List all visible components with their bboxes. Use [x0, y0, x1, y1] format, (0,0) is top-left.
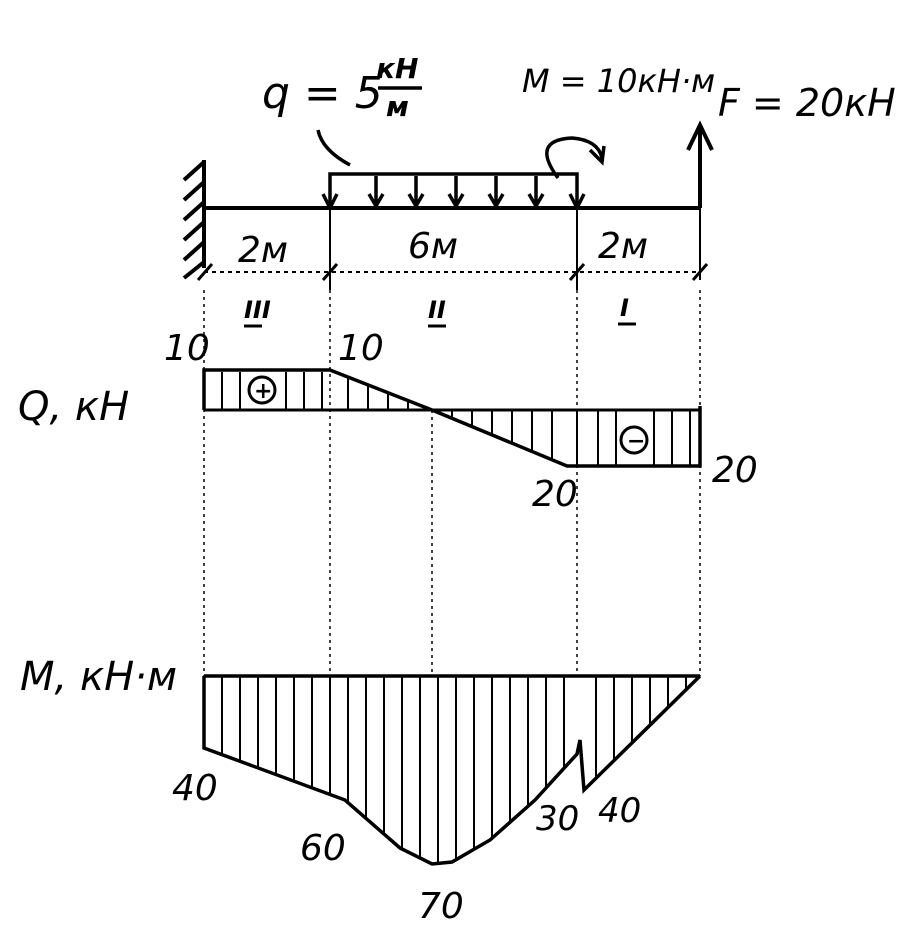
- minus-sign-icon: [619, 425, 649, 455]
- moment-axis-label: M, кН·м: [20, 654, 177, 700]
- shear-value-mid-top: 10: [338, 328, 384, 369]
- shear-axis-label: Q, кН: [18, 384, 129, 430]
- segment-length-right: 2м: [598, 226, 648, 267]
- shear-diagram: [202, 368, 702, 468]
- section-label-middle: II: [428, 296, 446, 324]
- section-label-left: III: [244, 296, 271, 324]
- distributed-load-unit-top: кН: [376, 52, 418, 85]
- moment-diagram: [202, 674, 702, 866]
- dimension-line: [196, 208, 709, 290]
- moment-value-jump-lower: 30: [536, 799, 579, 839]
- shear-plus-sign: +: [254, 379, 272, 404]
- segment-length-left: 2м: [238, 230, 288, 271]
- moment-arrow-icon: [545, 136, 606, 180]
- moment-value-mid-left: 60: [300, 828, 346, 869]
- section-label-right: I: [620, 294, 629, 322]
- moment-value-jump-upper: 40: [598, 791, 641, 831]
- force-arrow-icon: [686, 120, 714, 208]
- shear-minus-sign: −: [627, 429, 645, 454]
- distributed-load-unit-bottom: м: [386, 90, 409, 123]
- fixed-support-icon: [182, 160, 206, 280]
- moment-label: M = 10кН·м: [522, 62, 715, 100]
- moment-value-peak: 70: [418, 886, 464, 927]
- segment-length-middle: 6м: [408, 226, 458, 267]
- plus-sign-icon: [247, 375, 277, 405]
- shear-value-left: 10: [164, 328, 210, 369]
- distributed-load-icon: [316, 129, 586, 212]
- moment-value-left: 40: [172, 768, 218, 809]
- distributed-load-label: q = 5: [262, 68, 383, 119]
- shear-value-right: 20: [712, 450, 758, 491]
- force-label: F = 20кН: [718, 81, 896, 125]
- shear-value-mid-bottom: 20: [532, 474, 578, 515]
- guide-lines: [203, 290, 701, 676]
